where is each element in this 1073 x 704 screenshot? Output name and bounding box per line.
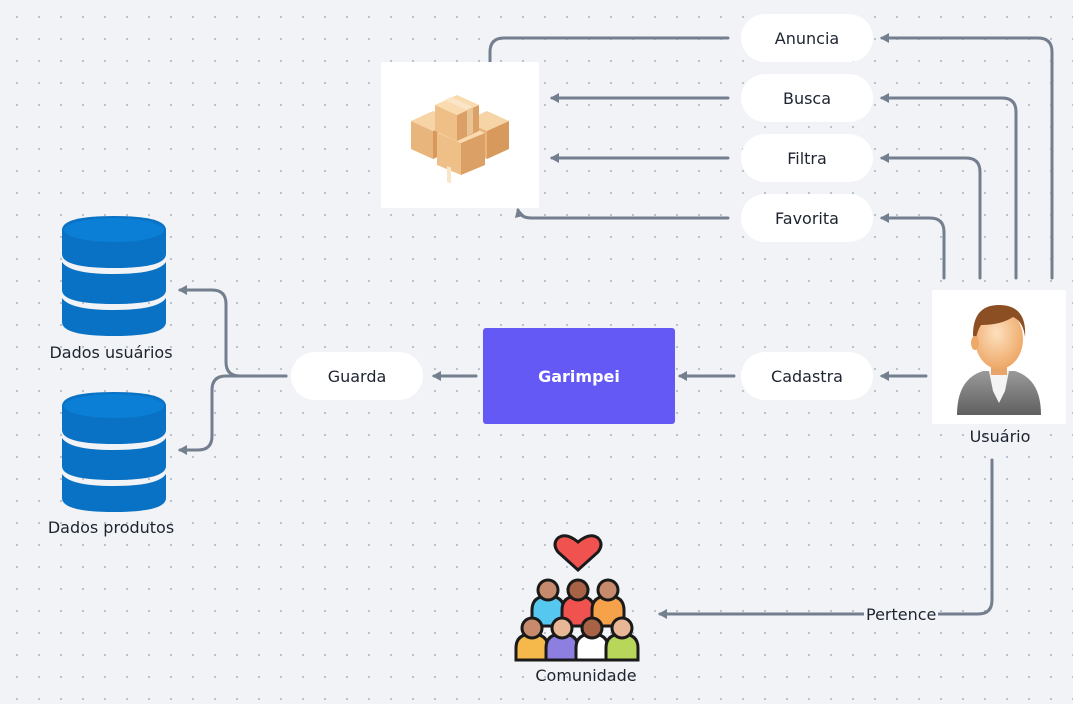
edge-guarda-products xyxy=(178,374,288,455)
products-node[interactable] xyxy=(381,62,539,208)
edge-user-favorita xyxy=(880,213,946,280)
pertence-edge-label: Pertence xyxy=(864,605,939,624)
guarda-label: Guarda xyxy=(327,366,387,386)
edge-anuncia-products xyxy=(485,36,730,76)
edge-user-community xyxy=(658,458,994,619)
database-icon xyxy=(62,392,166,512)
boxes-icon xyxy=(411,95,509,183)
user-label: Usuário xyxy=(969,427,1031,446)
favorita-node[interactable]: Favorita xyxy=(741,194,873,242)
edge-guarda-users xyxy=(178,285,288,378)
products-db-label: Dados produtos xyxy=(47,518,175,537)
edge-user-filtra xyxy=(880,153,982,280)
user-avatar-icon xyxy=(957,305,1041,415)
community-heart-icon xyxy=(514,534,640,662)
edge-user-busca xyxy=(880,93,1018,280)
filtra-label: Filtra xyxy=(787,148,827,168)
filtra-node[interactable]: Filtra xyxy=(741,134,873,182)
anuncia-node[interactable]: Anuncia xyxy=(741,14,873,62)
garimpei-label: Garimpei xyxy=(538,366,620,386)
edge-favorita-products xyxy=(514,208,730,220)
busca-label: Busca xyxy=(782,88,832,108)
anuncia-label: Anuncia xyxy=(774,28,840,48)
guarda-node[interactable]: Guarda xyxy=(291,352,423,400)
favorita-label: Favorita xyxy=(775,208,839,228)
database-icon xyxy=(62,216,166,336)
community-label: Comunidade xyxy=(535,666,637,685)
edge-user-anuncia xyxy=(880,33,1054,280)
garimpei-node[interactable]: Garimpei xyxy=(483,328,675,424)
cadastra-node[interactable]: Cadastra xyxy=(741,352,873,400)
cadastra-label: Cadastra xyxy=(771,366,843,386)
users-db-label: Dados usuários xyxy=(49,343,173,362)
busca-node[interactable]: Busca xyxy=(741,74,873,122)
user-node[interactable] xyxy=(932,290,1066,424)
